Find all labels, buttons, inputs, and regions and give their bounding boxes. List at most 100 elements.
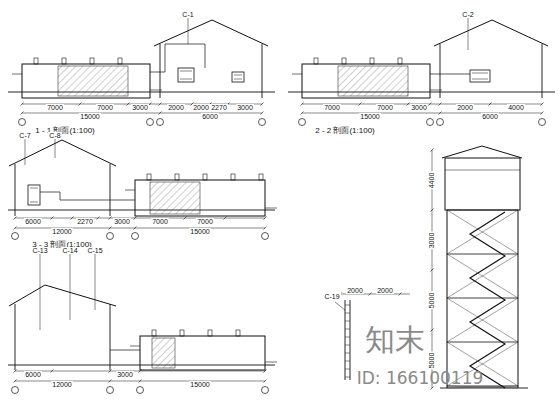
line-work <box>22 113 262 114</box>
dimension: 3000 <box>131 104 149 111</box>
pipe-line <box>110 350 140 351</box>
line-work <box>345 300 346 380</box>
line-work <box>139 380 142 383</box>
line-work <box>431 269 434 272</box>
line-work <box>440 388 528 389</box>
vent-pipe <box>34 58 38 64</box>
line-work <box>262 44 263 98</box>
tank-wall <box>140 336 265 370</box>
line-work <box>345 329 350 330</box>
pipe-line <box>150 44 205 72</box>
pipe-line <box>430 74 470 75</box>
grid-bubble <box>262 387 269 394</box>
building-roof <box>154 20 268 46</box>
line-work <box>70 254 71 320</box>
dimension: 12000 <box>51 228 72 235</box>
line-work <box>14 227 17 230</box>
dimension: 2270 <box>210 104 228 111</box>
line-work <box>264 370 267 373</box>
dimension: 12000 <box>51 381 72 388</box>
line-work <box>134 217 137 220</box>
vent-pipe <box>208 330 212 336</box>
vent-pipe <box>152 330 156 336</box>
line-work <box>127 103 130 106</box>
line-work <box>431 209 434 212</box>
line-work <box>79 103 82 106</box>
line-work <box>264 217 267 220</box>
callout-tag: C-15 <box>86 247 103 254</box>
line-work <box>472 73 488 74</box>
line-work <box>447 298 518 342</box>
dimension: 5000 <box>428 351 435 369</box>
line-work <box>8 365 275 366</box>
callout-tag: C-19 <box>323 293 340 300</box>
line-work <box>180 79 192 80</box>
watermark: ID: 166100119 <box>356 370 485 387</box>
line-work <box>431 387 434 390</box>
line-work <box>518 210 519 388</box>
line-work <box>345 337 350 338</box>
line-work <box>264 380 267 383</box>
vent-pipe <box>231 174 235 180</box>
line-work <box>109 227 112 230</box>
line-work <box>14 380 17 383</box>
callout-tag: C-1 <box>181 11 194 18</box>
watermark: 知末 <box>364 325 426 355</box>
dimension: 7000 <box>376 104 394 111</box>
vent-pipe <box>370 58 374 64</box>
line-work <box>439 103 442 106</box>
dimension: 2000 <box>376 287 394 294</box>
tank-wall <box>135 180 265 216</box>
line-work <box>224 217 227 220</box>
dimension: 2000 <box>346 287 364 294</box>
line-work <box>447 210 518 211</box>
line-work <box>345 321 350 322</box>
line-work <box>350 300 351 380</box>
line-work <box>345 369 350 370</box>
vent-pipe <box>398 58 402 64</box>
vent-pipe <box>90 58 94 64</box>
line-work <box>302 113 542 114</box>
grid-bubble <box>12 233 19 240</box>
vent-pipe <box>147 174 151 180</box>
vent-pipe <box>118 58 122 64</box>
dimension: 6000 <box>201 113 219 120</box>
vent-pipe <box>236 330 240 336</box>
line-work <box>8 92 275 93</box>
pump-unit <box>28 185 40 205</box>
vent-pipe <box>342 58 346 64</box>
line-work <box>51 370 54 373</box>
line-work <box>345 305 350 306</box>
grid-bubble <box>12 387 19 394</box>
media-hatch <box>150 182 200 214</box>
dimension: 6000 <box>24 371 42 378</box>
line-work <box>261 103 264 106</box>
line-work <box>55 139 56 158</box>
line-work <box>30 188 38 189</box>
line-work <box>431 329 434 332</box>
line-work <box>110 164 111 216</box>
grid-bubble <box>132 233 139 240</box>
line-work <box>468 18 469 50</box>
line-work <box>541 112 544 115</box>
vent-pipe <box>203 174 207 180</box>
building-roof <box>9 140 116 166</box>
tank-roof <box>442 146 522 158</box>
dimension: 4400 <box>428 171 435 189</box>
media-hatch <box>152 338 175 368</box>
line-work <box>345 313 350 314</box>
line-work <box>21 103 24 106</box>
dimension: 15000 <box>79 113 100 120</box>
line-work <box>14 370 17 373</box>
line-work <box>447 298 518 342</box>
line-work <box>359 103 362 106</box>
tank-wall <box>22 64 150 98</box>
pump-unit <box>470 70 490 82</box>
line-work <box>340 294 410 295</box>
dimension: 3000 <box>428 231 435 249</box>
dimension: 3000 <box>113 218 131 225</box>
line-work <box>369 293 372 296</box>
line-work <box>542 44 543 98</box>
line-work <box>149 103 152 106</box>
